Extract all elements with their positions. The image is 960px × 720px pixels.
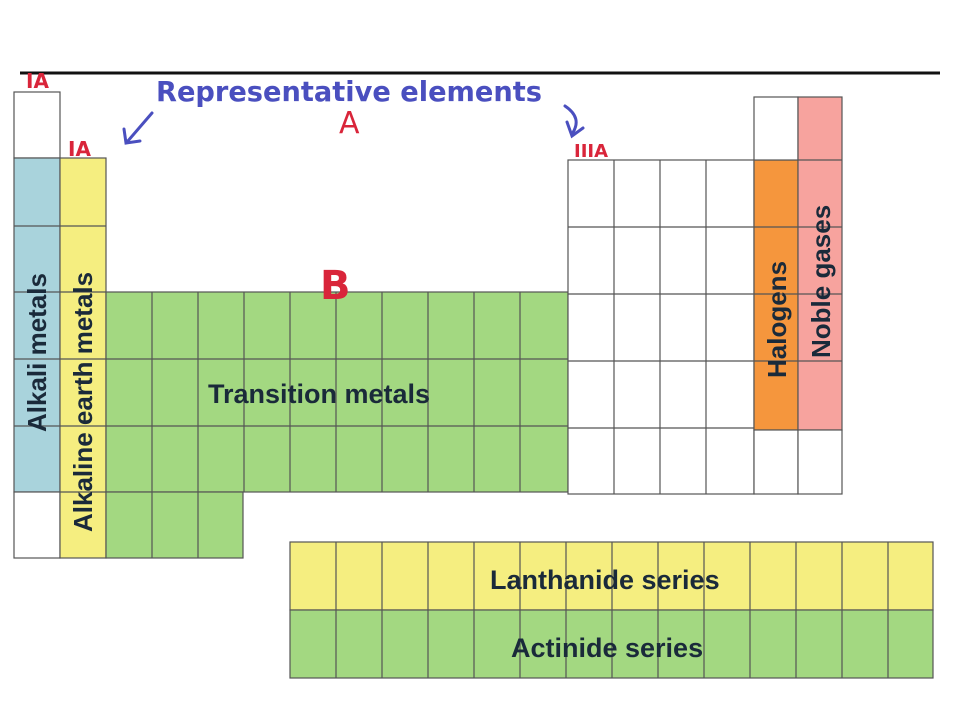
- noble-gases-column: [753, 96, 843, 495]
- transition-metals-label: Transition metals: [208, 379, 430, 409]
- noble-bottom-cell: [797, 429, 843, 495]
- halogen-bottom-cell: [753, 429, 799, 495]
- lanthanide-series-label: Lanthanide series: [490, 565, 720, 595]
- group-3a-annotation: IIIA: [574, 141, 608, 162]
- hydrogen-cell: [13, 91, 61, 159]
- transition-metals-row-7: [105, 491, 244, 559]
- alkali-metals-region: [13, 157, 61, 493]
- transition-metals-block: [105, 291, 569, 559]
- halogens-column: [753, 159, 799, 495]
- group-1-bottom-cell: [13, 491, 61, 559]
- alkaline-earth-metals-label: Alkaline earth metals: [68, 272, 98, 532]
- helium-cell: [753, 96, 799, 161]
- halogens-region: [753, 159, 799, 431]
- noble-gases-region: [797, 96, 843, 431]
- representative-elements-annotation: Representative elements: [156, 75, 542, 108]
- actinide-series-label: Actinide series: [511, 633, 703, 663]
- f-block: [289, 541, 934, 679]
- halogens-label: Halogens: [762, 261, 792, 378]
- group-1a-annotation: IA: [68, 137, 91, 161]
- group-1-column: [13, 91, 61, 559]
- group-1a-top-annotation: IA: [26, 69, 49, 93]
- transition-metals-region: [105, 291, 569, 493]
- alkaline-earth-region: [59, 157, 107, 559]
- alkali-metals-label: Alkali metals: [22, 273, 52, 432]
- p-block-cells: [567, 159, 755, 495]
- group-2-column: [59, 157, 107, 559]
- left-arrow-icon: [122, 111, 154, 145]
- letter-a-annotation: A: [339, 106, 360, 141]
- right-arrow-icon: [563, 104, 585, 139]
- noble-gases-label: Noble gases: [806, 205, 836, 358]
- label-b-annotation: B: [320, 263, 351, 309]
